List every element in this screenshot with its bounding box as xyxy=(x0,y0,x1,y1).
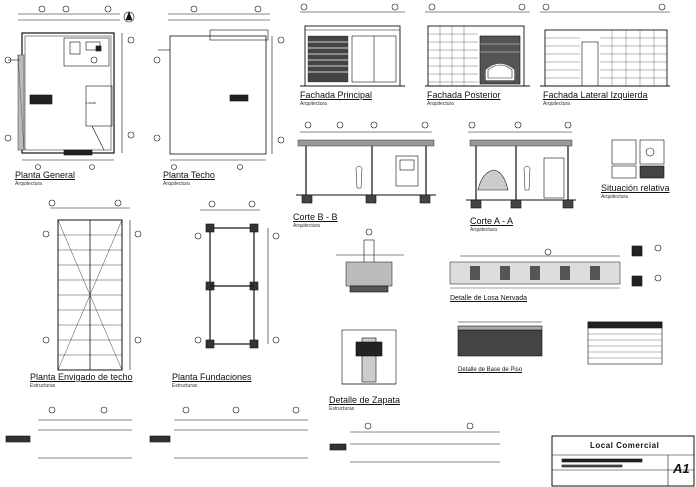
sub-planta-envigado: Estructuras xyxy=(30,383,56,389)
room-label-local: Local xyxy=(86,100,96,105)
label-fachada-posterior: Fachada Posterior xyxy=(427,90,501,100)
sub-planta-techo: Arquitectura xyxy=(163,181,190,187)
sub-fachada-posterior: Arquitectura xyxy=(427,101,454,107)
sub-fachada-lateral: Arquitectura xyxy=(543,101,570,107)
label-planta-fundaciones: Planta Fundaciones xyxy=(172,372,252,382)
label-corte-aa: Corte A - A xyxy=(470,216,514,226)
detalle-base-piso-drawing xyxy=(457,321,543,357)
label-planta-envigado: Planta Envigado de techo xyxy=(30,372,133,382)
detalle-losa-drawing xyxy=(449,248,621,289)
legend-table xyxy=(587,321,663,365)
corte-aa-drawing xyxy=(466,121,576,209)
corte-bb-drawing xyxy=(296,121,436,204)
label-planta-general: Planta General xyxy=(15,170,76,180)
detalle-zapata-lower xyxy=(341,329,397,385)
sub-detalle-zapata: Estructuras xyxy=(329,406,355,412)
situacion-relativa-drawing xyxy=(611,139,665,179)
label-fachada-lateral: Fachada Lateral Izquierda xyxy=(543,90,648,100)
label-fachada-principal: Fachada Principal xyxy=(300,90,373,100)
label-detalle-zapata: Detalle de Zapata xyxy=(329,395,401,405)
label-detalle-base-piso: Detalle de Base de Piso xyxy=(458,367,523,373)
label-detalle-losa: Detalle de Losa Nervada xyxy=(450,295,528,302)
planta-envigado-drawing xyxy=(42,199,142,371)
title-block-title: Local Comercial xyxy=(590,441,660,450)
title-block-frame xyxy=(551,435,695,487)
sub-fachada-principal: Arquitectura xyxy=(300,101,327,107)
fachada-principal-drawing xyxy=(300,3,405,87)
label-situacion-relativa: Situación relativa xyxy=(601,183,670,193)
planta-techo-drawing xyxy=(153,5,285,170)
beam-elevations xyxy=(5,406,500,463)
planta-general-drawing xyxy=(4,5,135,170)
detalle-zapata-upper xyxy=(336,228,404,293)
sub-situacion-relativa: Arquitectura xyxy=(601,194,628,200)
sub-planta-general: Arquitectura xyxy=(15,181,42,187)
label-corte-bb: Corte B - B xyxy=(293,212,338,222)
planta-fundaciones-drawing xyxy=(194,200,280,349)
sub-corte-aa: Arquitectura xyxy=(470,227,497,233)
sub-corte-bb: Arquitectura xyxy=(293,223,320,229)
fachada-posterior-drawing xyxy=(425,3,530,87)
sub-planta-fundaciones: Estructuras xyxy=(172,383,198,389)
detail-icons xyxy=(631,244,662,287)
fachada-lateral-drawing xyxy=(540,3,670,87)
label-planta-techo: Planta Techo xyxy=(163,170,215,180)
sheet-number: A1 xyxy=(673,461,690,476)
